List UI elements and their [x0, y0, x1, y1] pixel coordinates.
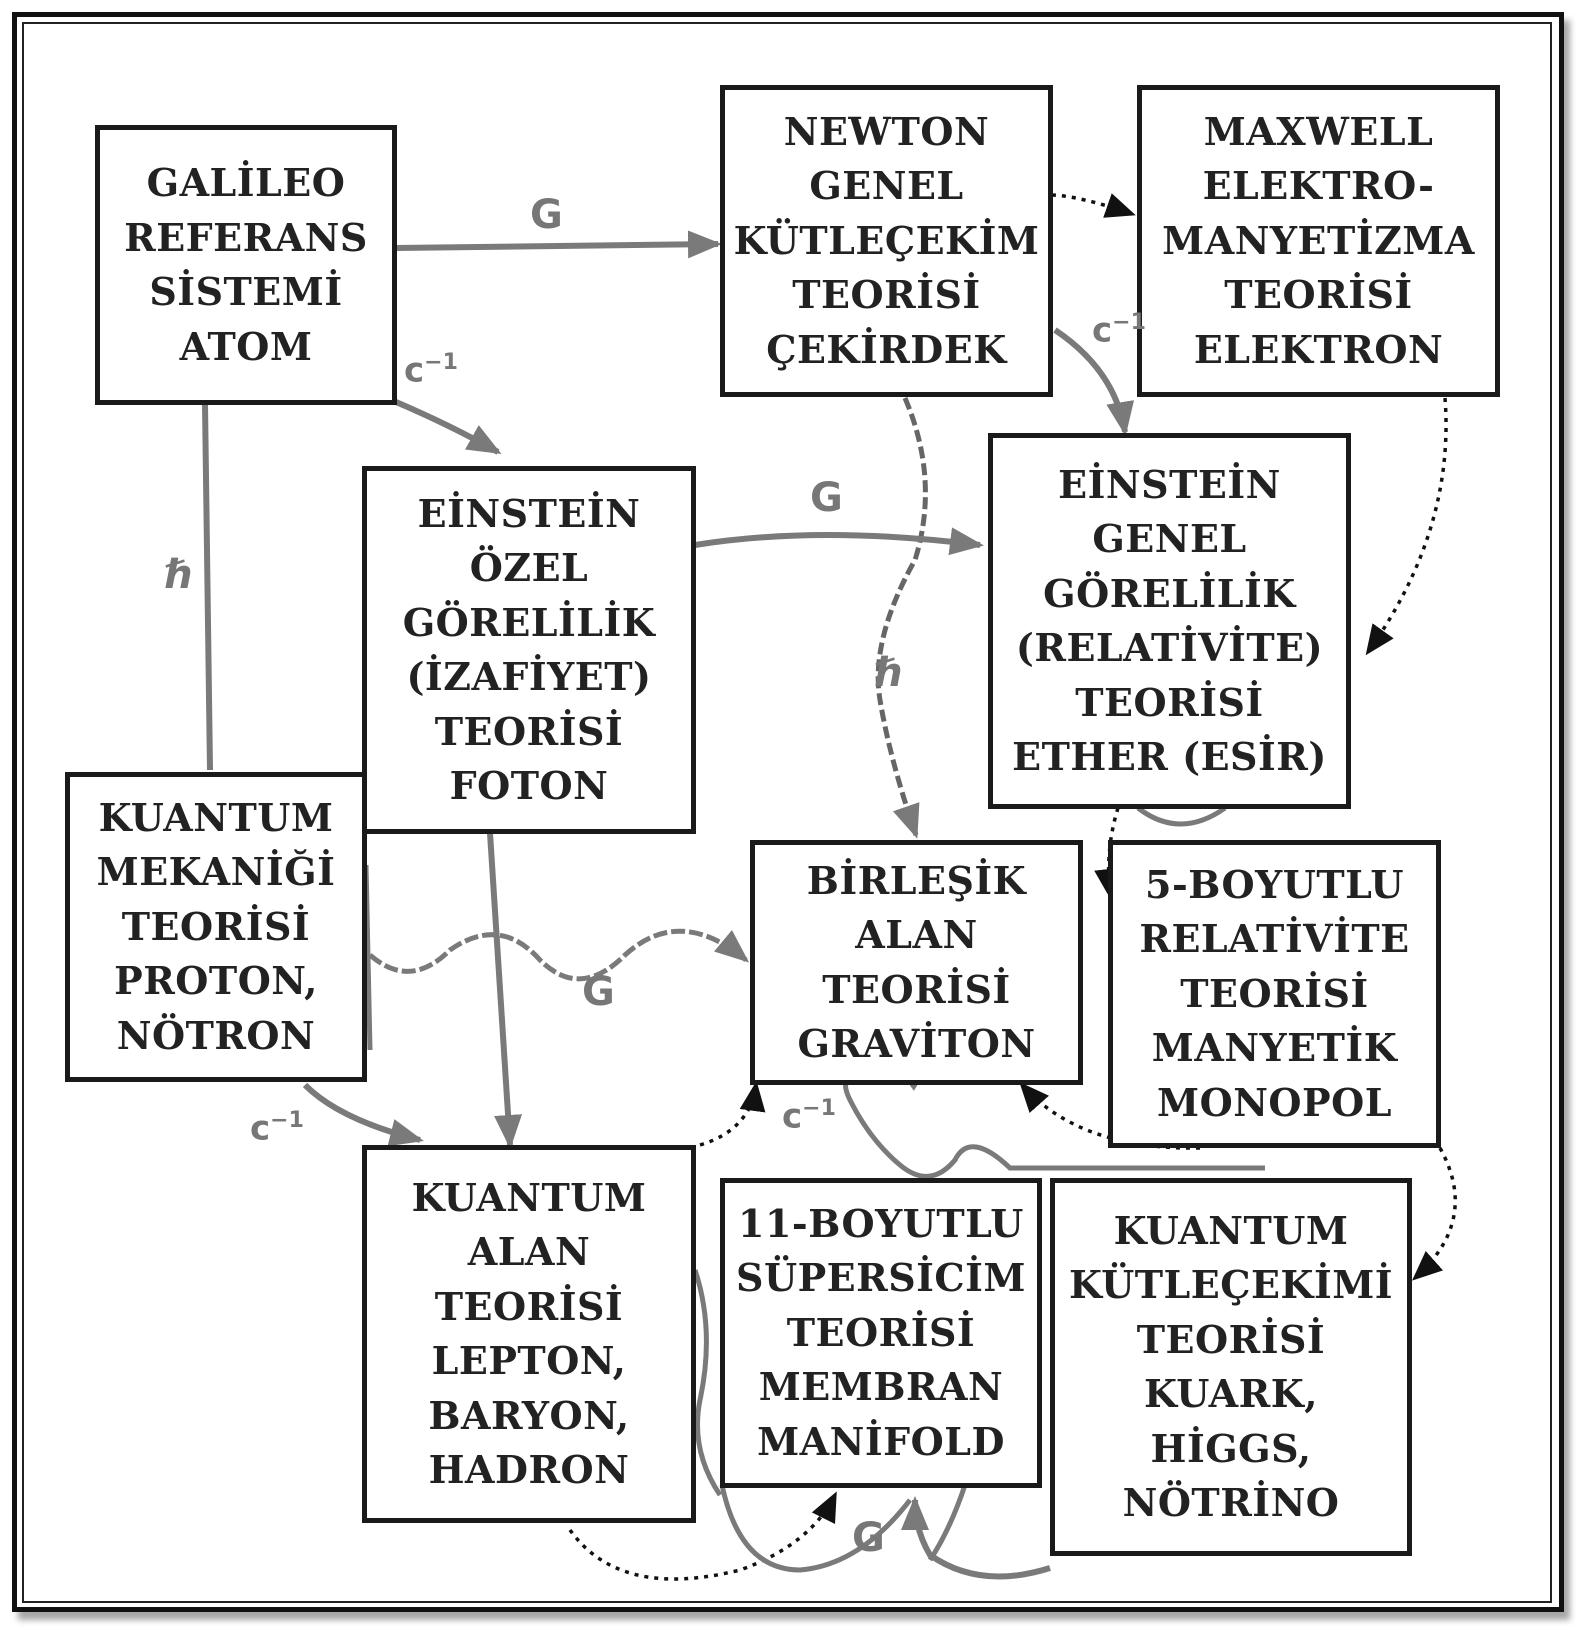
box-newton: NEWTON GENEL KÜTLEÇEKİM TEORİSİ ÇEKİRDEK	[720, 85, 1053, 397]
edge-einstein-special-general	[694, 527, 984, 556]
label-c-quantum-mechanics-quantum-field: c−1	[250, 1108, 304, 1149]
box-einstein-general: EİNSTEİN GENEL GÖRELİLİK (RELATİVİTE) TE…	[988, 433, 1351, 809]
box-quantum-gravity-text: KUANTUM KÜTLEÇEKİMİ TEORİSİ KUARK, HİGGS…	[1068, 1207, 1394, 1526]
edge-lower-loop-left	[719, 1484, 912, 1573]
box-newton-text: NEWTON GENEL KÜTLEÇEKİM TEORİSİ ÇEKİRDEK	[733, 108, 1040, 372]
label-h-galileo-quantum-mechanics: ℏ	[165, 552, 194, 598]
edge-five-dim-quantum-gravity	[1412, 1147, 1457, 1281]
box-galileo: GALİLEO REFERANS SİSTEMİ ATOM	[95, 125, 397, 405]
box-maxwell-text: MAXWELL ELEKTRO- MANYETİZMA TEORİSİ ELEK…	[1162, 108, 1475, 372]
edge-galileo-einstein-special	[394, 399, 502, 455]
box-einstein-special-text: EİNSTEİN ÖZEL GÖRELİLİK (İZAFİYET) TEORİ…	[402, 490, 656, 809]
box-quantum-mechanics-text: KUANTUM MEKANİĞİ TEORİSİ PROTON, NÖTRON	[96, 794, 336, 1058]
box-unified-field-text: BİRLEŞİK ALAN TEORİSİ GRAVİTON	[797, 857, 1036, 1067]
label-c-base: c	[250, 1108, 271, 1149]
label-c-base: c	[404, 350, 425, 391]
box-einstein-general-text: EİNSTEİN GENEL GÖRELİLİK (RELATİVİTE) TE…	[1012, 461, 1327, 780]
outer-frame	[12, 12, 1564, 1612]
edge-quantum-field-eleven-dim	[568, 1491, 837, 1581]
label-g-quantum-mechanics-unified: G	[582, 969, 615, 1015]
box-quantum-field-text: KUANTUM ALAN TEORİSİ LEPTON, BARYON, HAD…	[411, 1174, 647, 1493]
edge-einstein-general-loop	[1136, 805, 1227, 827]
box-eleven-dim: 11-BOYUTLU SÜPERSİCİM TEORİSİ MEMBRAN MA…	[720, 1178, 1042, 1488]
box-unified-field: BİRLEŞİK ALAN TEORİSİ GRAVİTON	[750, 840, 1083, 1085]
edge-newton-maxwell	[1051, 193, 1136, 218]
label-c-exp: −1	[802, 1096, 836, 1121]
label-c-base: c	[1092, 310, 1113, 351]
edge-maxwell-einstein-general	[1365, 397, 1448, 656]
box-eleven-dim-text: 11-BOYUTLU SÜPERSİCİM TEORİSİ MEMBRAN MA…	[736, 1200, 1026, 1464]
label-h-newton-unified: ℏ	[875, 650, 904, 696]
edge-lower-loop-right	[927, 1484, 968, 1562]
edge-galileo-quantum-mechanics	[202, 403, 213, 771]
label-c-exp: −1	[1112, 310, 1146, 335]
box-quantum-mechanics: KUANTUM MEKANİĞİ TEORİSİ PROTON, NÖTRON	[65, 772, 367, 1082]
edge-einstein-special-quantum-field	[487, 832, 523, 1149]
box-einstein-special: EİNSTEİN ÖZEL GÖRELİLİK (İZAFİYET) TEORİ…	[362, 466, 696, 834]
edge-quantum-mechanics-unified	[368, 928, 750, 982]
label-c-exp: −1	[270, 1108, 304, 1133]
label-c-galileo-einstein-special: c−1	[404, 350, 458, 391]
label-c-newton-einstein-general: c−1	[1092, 310, 1146, 351]
label-c-base: c	[782, 1096, 803, 1137]
box-quantum-gravity: KUANTUM KÜTLEÇEKİMİ TEORİSİ KUARK, HİGGS…	[1050, 1178, 1412, 1556]
label-g-lower: G	[852, 1515, 885, 1561]
box-five-dim: 5-BOYUTLU RELATİVİTE TEORİSİ MANYETİK MO…	[1108, 840, 1441, 1148]
label-g-galileo-newton: G	[530, 192, 563, 238]
edge-quantum-field-side	[692, 1269, 723, 1497]
box-five-dim-text: 5-BOYUTLU RELATİVİTE TEORİSİ MANYETİK MO…	[1139, 861, 1410, 1125]
label-c-unified-lower: c−1	[782, 1096, 836, 1137]
label-c-exp: −1	[424, 350, 458, 375]
edge-quantum-gravity-eleven-dim	[901, 1496, 1051, 1580]
box-maxwell: MAXWELL ELEKTRO- MANYETİZMA TEORİSİ ELEK…	[1137, 85, 1500, 397]
inner-frame	[22, 22, 1552, 1603]
box-quantum-field: KUANTUM ALAN TEORİSİ LEPTON, BARYON, HAD…	[362, 1145, 696, 1523]
edge-five-dim-unified	[1019, 1082, 1201, 1150]
label-g-einstein-special-general: G	[810, 475, 843, 521]
edge-quantum-mechanics-quantum-field	[302, 1082, 424, 1147]
edge-galileo-newton	[395, 230, 722, 259]
edge-newton-einstein-general	[1053, 327, 1135, 436]
box-galileo-text: GALİLEO REFERANS SİSTEMİ ATOM	[124, 160, 368, 369]
edge-quantum-field-unified	[699, 1081, 766, 1147]
edge-newton-unified	[875, 397, 928, 839]
